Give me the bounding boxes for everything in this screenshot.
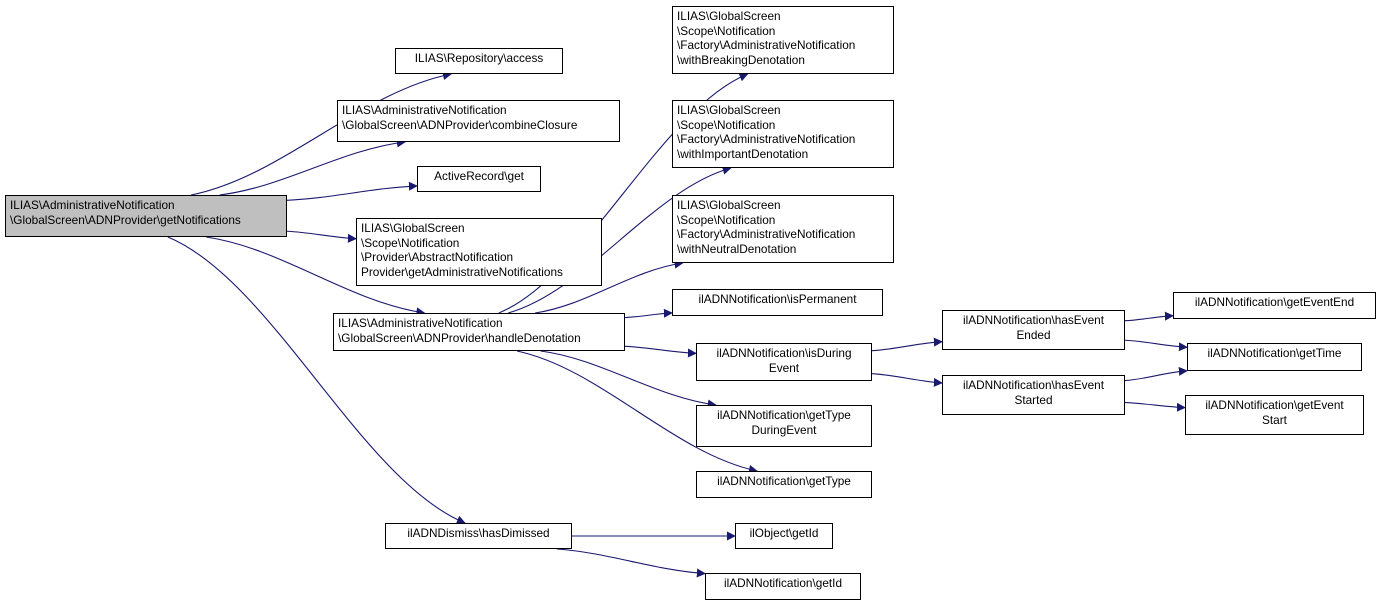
node-ilobject-get-id[interactable]: ilObject\getId [735,523,833,549]
node-get-type-during-event[interactable]: ilADNNotification\getType DuringEvent [696,405,872,447]
edge-handle_denotation-to-get_type [516,350,758,474]
edge-has_event_ended-to-get_event_end [1124,311,1174,322]
edge-handle_denotation-to-is_permanent [624,308,673,319]
node-active-record-get[interactable]: ActiveRecord\get [417,166,541,192]
edge-has_dimissed-to-adn_get_id [556,548,706,578]
node-with-important-denotation[interactable]: ILIAS\GlobalScreen \Scope\Notification \… [672,100,894,168]
edge-root-to-has_dimissed [167,236,466,525]
edge-handle_denotation-to-with_neutral [534,259,684,314]
edge-has_event_started-to-get_event_start [1124,402,1186,412]
edge-root-to-get_admin_notifications [286,230,357,243]
node-with-neutral-denotation[interactable]: ILIAS\GlobalScreen \Scope\Notification \… [672,195,894,263]
edge-is_during_event-to-has_event_started [871,373,943,387]
edge-handle_denotation-to-is_during_event [624,345,697,358]
node-get-event-start[interactable]: ilADNNotification\getEvent Start [1185,395,1364,435]
edge-root-to-combine_closure [219,138,406,196]
edge-has_event_ended-to-get_time [1124,339,1188,352]
node-is-during-event[interactable]: ilADNNotification\isDuring Event [696,343,872,381]
edge-root-to-repo_access [191,71,452,196]
edge-has_event_started-to-get_time [1124,366,1188,382]
node-handle-denotation[interactable]: ILIAS\AdministrativeNotification \Global… [333,313,625,351]
node-get-type[interactable]: ilADNNotification\getType [696,471,872,498]
node-get-administrative-notifications[interactable]: ILIAS\GlobalScreen \Scope\Notification \… [356,218,602,286]
edge-handle_denotation-to-with_breaking [498,72,749,314]
node-root-get-notifications[interactable]: ILIAS\AdministrativeNotification \Global… [5,195,287,237]
node-has-dimissed[interactable]: ilADNDismiss\hasDimissed [385,523,572,549]
node-combine-closure[interactable]: ILIAS\AdministrativeNotification \Global… [337,100,620,142]
edge-root-to-handle_denotation [206,236,426,317]
node-has-event-ended[interactable]: ilADNNotification\hasEvent Ended [942,310,1125,350]
edge-root-to-ar_get [286,181,418,201]
node-with-breaking-denotation[interactable]: ILIAS\GlobalScreen \Scope\Notification \… [672,6,894,74]
node-get-time[interactable]: ilADNNotification\getTime [1187,343,1362,371]
node-has-event-started[interactable]: ilADNNotification\hasEvent Started [942,375,1125,415]
node-adn-get-id[interactable]: ilADNNotification\getId [705,573,861,600]
edge-handle_denotation-to-get_type_during_event [540,350,717,409]
node-is-permanent[interactable]: ilADNNotification\isPermanent [672,289,883,316]
edge-is_during_event-to-has_event_ended [871,337,943,352]
node-repository-access[interactable]: ILIAS\Repository\access [395,48,563,74]
edge-handle_denotation-to-with_important [508,165,732,314]
node-get-event-end[interactable]: ilADNNotification\getEventEnd [1173,292,1376,319]
